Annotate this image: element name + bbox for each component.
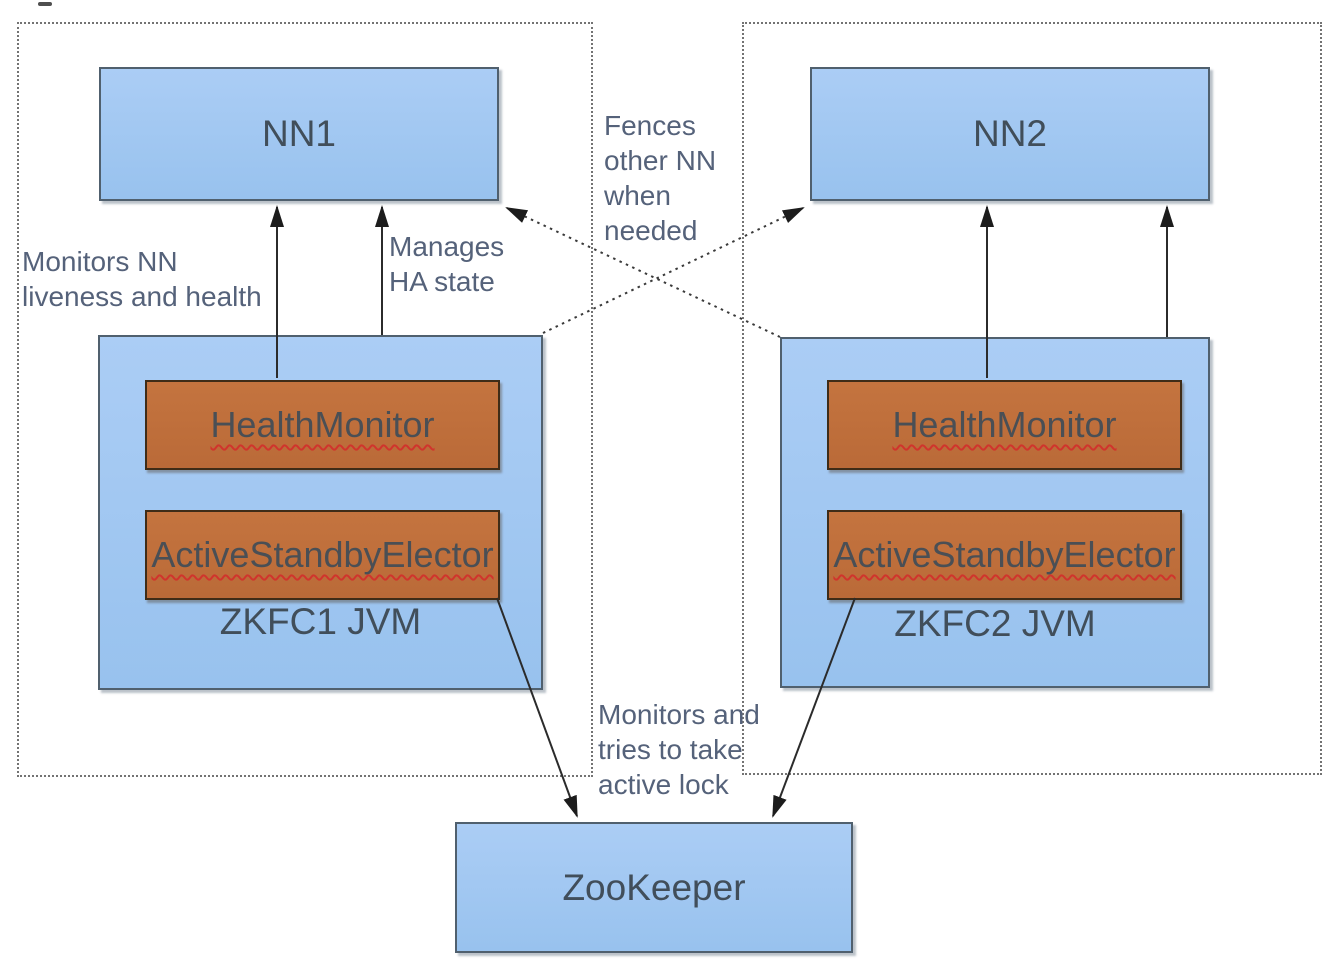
- nn1-label: NN1: [261, 113, 337, 154]
- node-healthmonitor-1: HealthMonitor: [145, 380, 500, 470]
- healthmonitor-1-label: HealthMonitor: [210, 404, 435, 445]
- nn2-host-cluster-box: [742, 22, 1322, 775]
- nn2-label: NN2: [972, 113, 1048, 154]
- node-zkfc2-jvm: HealthMonitor ActiveStandbyElector ZKFC2…: [780, 337, 1210, 688]
- node-activestandbyelector-1: ActiveStandbyElector: [145, 510, 500, 600]
- node-nn1: NN1: [99, 67, 499, 201]
- nn1-host-cluster-box: [17, 22, 593, 777]
- stray-mark: [38, 2, 52, 6]
- healthmonitor-2-label: HealthMonitor: [892, 404, 1117, 445]
- annotation-manages-ha-state: Manages HA state: [389, 231, 505, 297]
- activestandbyelector-2-label: ActiveStandbyElector: [833, 534, 1176, 575]
- node-activestandbyelector-2: ActiveStandbyElector: [827, 510, 1182, 600]
- node-zkfc1-jvm: HealthMonitor ActiveStandbyElector ZKFC1…: [98, 335, 543, 690]
- activestandbyelector-1-label: ActiveStandbyElector: [151, 534, 494, 575]
- zkfc1-jvm-label: ZKFC1 JVM: [219, 601, 422, 642]
- zkfc2-jvm-label: ZKFC2 JVM: [894, 603, 1096, 644]
- zookeeper-label: ZooKeeper: [562, 866, 746, 908]
- node-zookeeper: ZooKeeper: [455, 822, 853, 953]
- annotation-monitors-active-lock: Monitors and tries to take active lock: [598, 699, 760, 800]
- node-nn2: NN2: [810, 67, 1210, 201]
- node-healthmonitor-2: HealthMonitor: [827, 380, 1182, 470]
- annotation-monitors-nn-liveness: Monitors NN liveness and health: [22, 246, 262, 312]
- annotation-fences-other-nn: Fences other NN when needed: [604, 110, 717, 246]
